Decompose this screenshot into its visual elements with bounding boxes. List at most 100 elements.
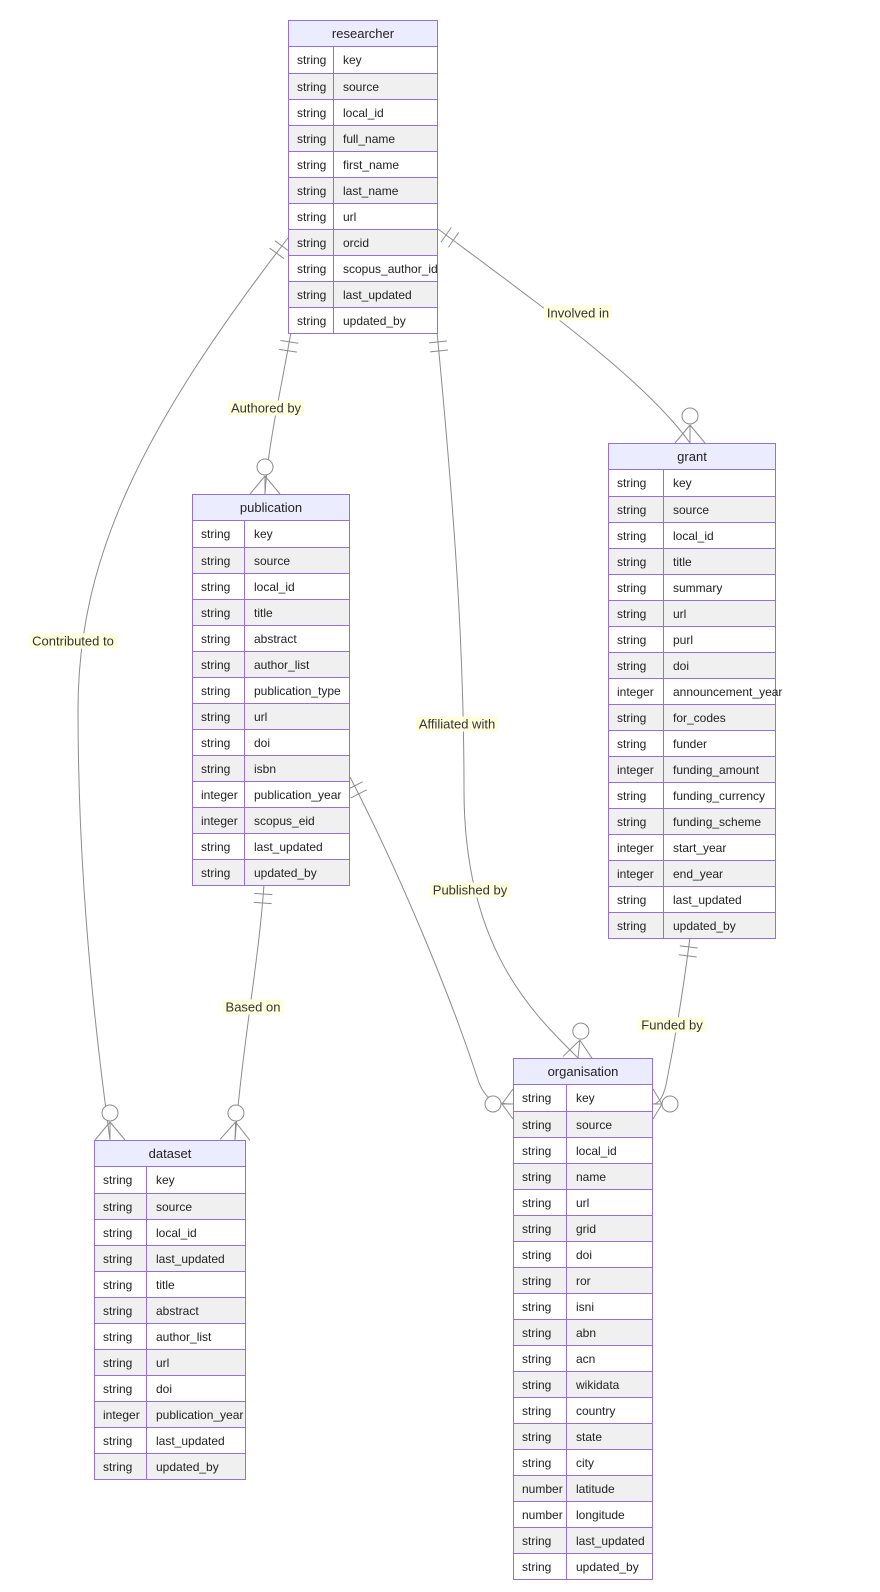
crow-foot-icon [501, 1088, 514, 1105]
attribute-type: integer [193, 782, 245, 807]
crow-foot-icon [501, 1103, 514, 1120]
attribute-name: updated_by [673, 919, 736, 933]
attribute-type: string [609, 497, 664, 522]
attribute-name: state [576, 1430, 603, 1444]
attribute-type: string [193, 521, 245, 547]
attribute-type: string [514, 1112, 567, 1137]
attribute-type: string [514, 1554, 567, 1579]
attribute-name: url [576, 1196, 590, 1210]
crow-foot-icon [652, 1088, 663, 1105]
attribute-name: publication_year [254, 788, 342, 802]
attribute-name: source [156, 1200, 193, 1214]
attribute-name: name [576, 1170, 607, 1184]
attribute-name: funder [673, 737, 708, 751]
attribute-row: string first_name [289, 151, 437, 177]
one-cardinality-ticks-icon [274, 240, 290, 252]
attribute-type: string [193, 574, 245, 599]
attribute-type: string [95, 1298, 147, 1323]
attribute-type: string [95, 1454, 147, 1479]
crow-foot-icon [562, 1039, 581, 1057]
attribute-name: key [576, 1091, 595, 1105]
attribute-name: full_name [343, 132, 396, 146]
one-cardinality-ticks-icon [280, 339, 299, 344]
entity-title: organisation [514, 1059, 652, 1085]
attribute-type: string [289, 100, 334, 125]
attribute-name: last_updated [576, 1534, 645, 1548]
attribute-type: integer [193, 808, 245, 833]
attribute-name: funding_amount [673, 763, 760, 777]
attribute-name: updated_by [156, 1460, 219, 1474]
attribute-name: longitude [576, 1508, 625, 1522]
attribute-row: number longitude [514, 1501, 652, 1527]
attribute-name: local_id [156, 1226, 197, 1240]
attribute-type: integer [609, 861, 664, 886]
attribute-name: url [673, 607, 687, 621]
zero-cardinality-circle-icon [572, 1022, 590, 1040]
attribute-type: string [609, 627, 664, 652]
attribute-type: string [514, 1216, 567, 1241]
attribute-name: title [673, 555, 692, 569]
attribute-name: updated_by [254, 866, 317, 880]
attribute-type: string [514, 1320, 567, 1345]
one-cardinality-ticks-icon [269, 247, 285, 260]
attribute-type: number [514, 1502, 567, 1527]
attribute-name: author_list [156, 1330, 212, 1344]
attribute-name: key [254, 527, 273, 541]
attribute-name: key [673, 476, 692, 490]
one-cardinality-ticks-icon [279, 348, 297, 353]
attribute-name: scopus_eid [254, 814, 315, 828]
attribute-type: integer [609, 757, 664, 782]
attribute-type: string [514, 1268, 567, 1293]
attribute-row: string source [95, 1193, 245, 1219]
attribute-name: end_year [673, 867, 724, 881]
attribute-type: string [514, 1398, 567, 1423]
attribute-name: first_name [343, 158, 400, 172]
attribute-name: url [254, 710, 268, 724]
attribute-type: string [609, 809, 664, 834]
attribute-name: orcid [343, 236, 370, 250]
attribute-name: doi [673, 659, 690, 673]
crow-foot-icon [109, 1121, 126, 1141]
relationship-contributed-to [77, 237, 290, 1141]
attribute-type: string [289, 204, 334, 229]
one-cardinality-ticks-icon [253, 901, 272, 905]
attribute-name: doi [254, 736, 271, 750]
attribute-type: string [289, 282, 334, 307]
attribute-type: string [95, 1194, 147, 1219]
attribute-type: string [609, 783, 664, 808]
attribute-name: title [254, 606, 273, 620]
attribute-type: string [193, 548, 245, 573]
attribute-row: integer end_year [609, 860, 775, 886]
attribute-name: isni [576, 1300, 595, 1314]
attribute-name: country [576, 1404, 616, 1418]
attribute-type: string [95, 1246, 147, 1271]
attribute-type: integer [609, 679, 664, 704]
attribute-name: scopus_author_id [343, 262, 438, 276]
attribute-type: string [289, 308, 334, 333]
attribute-type: string [95, 1272, 147, 1297]
entity-title: dataset [95, 1141, 245, 1167]
attribute-type: string [514, 1190, 567, 1215]
attribute-type: string [289, 152, 334, 177]
